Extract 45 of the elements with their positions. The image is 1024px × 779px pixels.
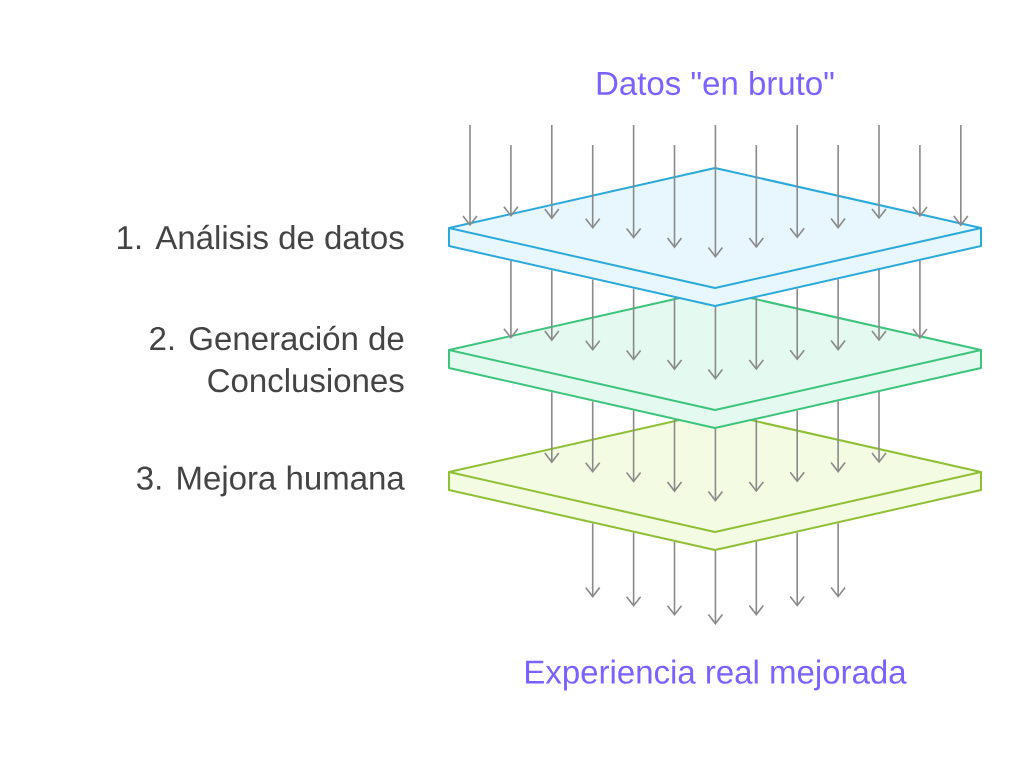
- arrow: [707, 428, 724, 502]
- arrow: [462, 124, 478, 227]
- layer-label: 3. Mejora humana: [137, 465, 405, 497]
- arrow: [871, 269, 887, 342]
- arrow: [707, 550, 724, 625]
- arrow: [789, 124, 805, 239]
- arrow: [707, 124, 724, 258]
- arrow: [830, 144, 846, 229]
- arrow: [748, 296, 765, 371]
- arrow: [544, 269, 560, 342]
- arrow: [789, 409, 805, 483]
- arrow: [830, 400, 846, 473]
- arrow: [625, 287, 642, 361]
- arrow: [871, 124, 887, 220]
- arrow: [830, 522, 846, 598]
- arrow: [544, 391, 560, 464]
- layer-label: 2. Generación de Conclusiones: [150, 325, 404, 393]
- caption-text: Experiencia real mejorada: [526, 659, 907, 691]
- arrow: [625, 531, 642, 607]
- arrow: [625, 124, 642, 239]
- arrow: [748, 540, 765, 616]
- arrow: [871, 391, 887, 464]
- arrow: [953, 124, 969, 227]
- arrow: [584, 522, 601, 598]
- arrow: [789, 287, 805, 361]
- arrow: [707, 306, 724, 380]
- arrow: [666, 297, 683, 371]
- arrow: [666, 144, 683, 249]
- arrow: [789, 531, 805, 607]
- arrow: [748, 144, 765, 249]
- arrow: [503, 260, 519, 339]
- arrow: [912, 144, 928, 218]
- arrow: [625, 409, 642, 483]
- arrow: [584, 278, 601, 351]
- arrow: [748, 418, 765, 493]
- arrow: [666, 419, 683, 493]
- arrow: [584, 400, 601, 473]
- arrow: [912, 260, 928, 340]
- arrow: [830, 278, 846, 351]
- arrow: [544, 124, 560, 220]
- layer-label: 1. Análisis de datos: [118, 224, 404, 250]
- arrow: [503, 144, 519, 217]
- caption-text: Datos "en bruto": [597, 70, 834, 96]
- arrow: [584, 144, 601, 229]
- arrow: [666, 541, 683, 616]
